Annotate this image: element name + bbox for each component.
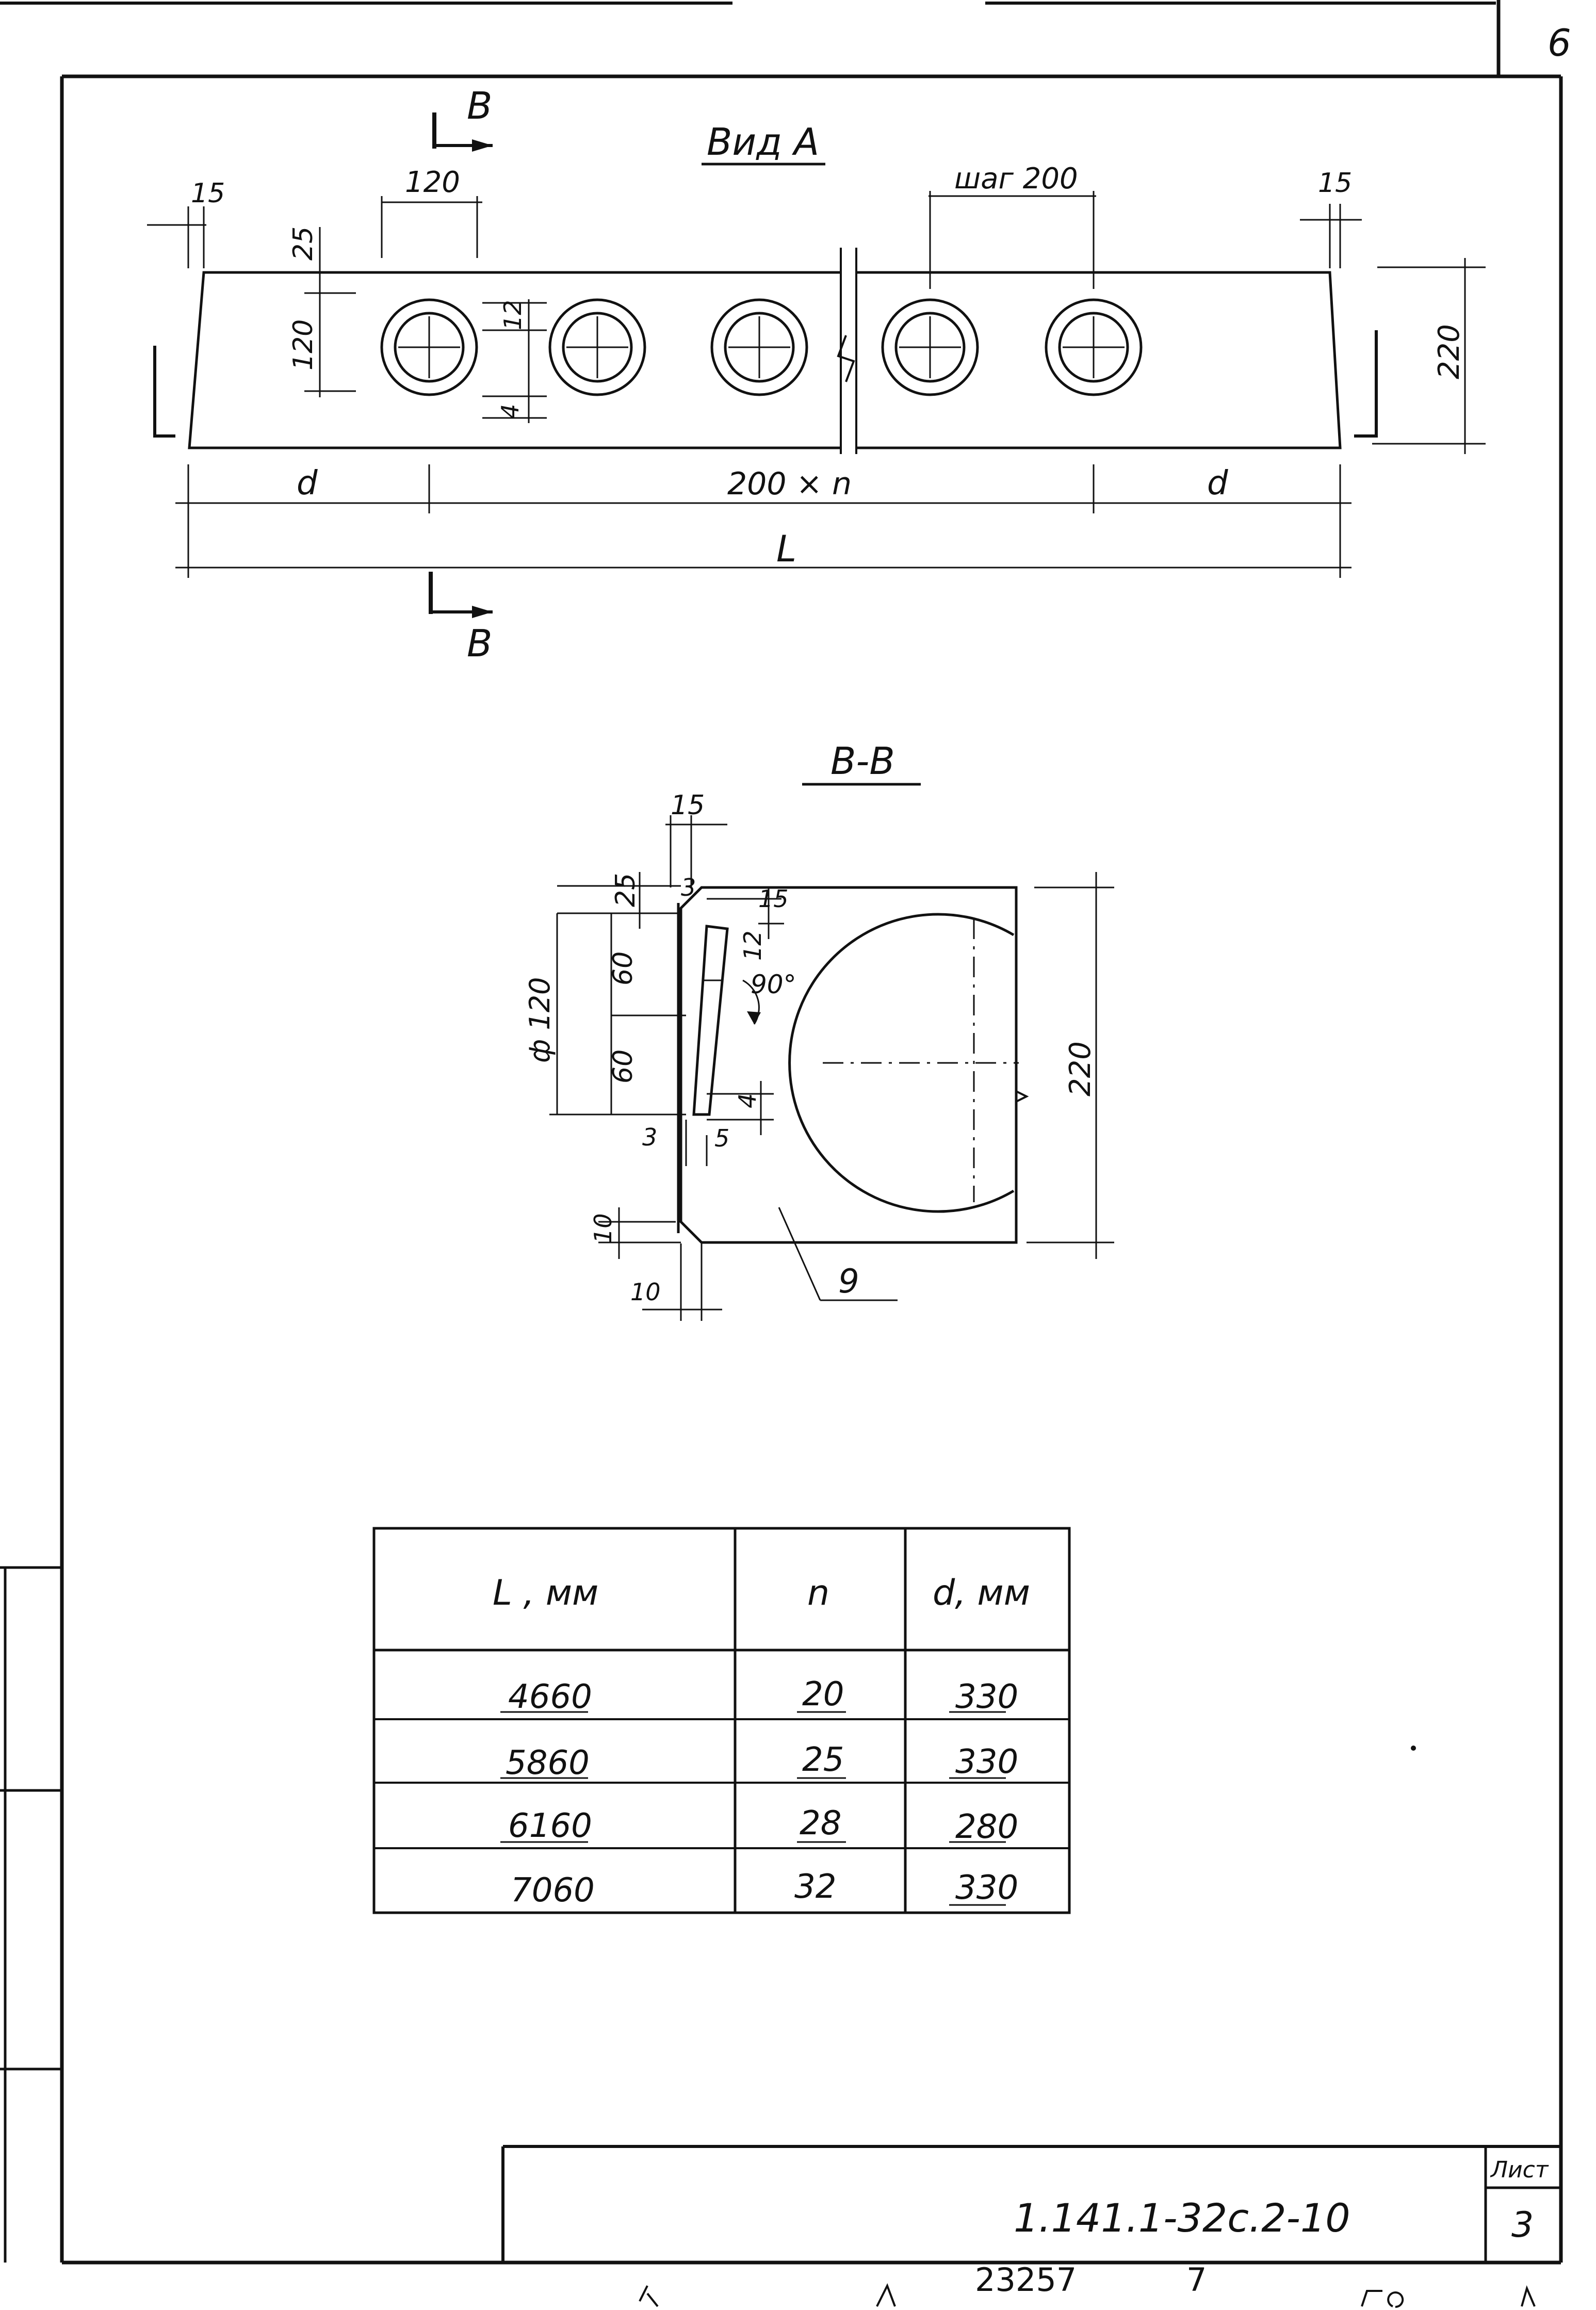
- table-cell: 330: [955, 1678, 1018, 1716]
- hole: [710, 298, 808, 396]
- dim-3-top: 3: [681, 874, 696, 901]
- section-mark-top: В: [467, 84, 492, 127]
- dim-10-bottom: 10: [630, 1278, 661, 1306]
- dim-ring-12: 12: [499, 300, 527, 330]
- dim-top-offset: 25: [288, 227, 319, 261]
- dim-25: 25: [610, 873, 641, 907]
- dim-60-upper: 60: [608, 951, 639, 986]
- footer-number: 7: [1186, 2261, 1207, 2299]
- section-bb: В-В: [524, 739, 1114, 1321]
- table-header-n: n: [807, 1573, 829, 1613]
- dim-10-side: 10: [589, 1213, 617, 1243]
- dim-ring-4: 4: [496, 404, 524, 419]
- dim-hole-dia: 120: [288, 319, 319, 370]
- footer-code: 23257: [975, 2261, 1077, 2299]
- dimension-table: L , мм n d, мм 4660 20 330 5860 25 330 6…: [372, 1527, 1071, 1914]
- dim-3-bottom: 3: [642, 1123, 657, 1151]
- table-cell: 7060: [511, 1871, 595, 1910]
- stray-dot: [1411, 1746, 1416, 1751]
- table-cell: 28: [800, 1804, 841, 1843]
- hole: [1045, 298, 1143, 396]
- dim-edge-right: 15: [1318, 168, 1352, 199]
- section-dim-lines: [549, 815, 1114, 1321]
- hole: [548, 298, 646, 396]
- dim-15-top: 15: [671, 790, 705, 821]
- callout-9: 9: [838, 1263, 859, 1301]
- table-cell: 25: [802, 1741, 844, 1779]
- dim-length: L: [776, 528, 796, 570]
- dim-60-lower: 60: [608, 1049, 639, 1084]
- dim-height: 220: [1432, 324, 1466, 379]
- footer-partial-text: [639, 2283, 1536, 2308]
- sheet-corner-number: 6: [1548, 21, 1571, 64]
- section-bb-title: В-В: [830, 739, 895, 783]
- table-header-length: L , мм: [493, 1573, 598, 1613]
- table-cell: 6160: [508, 1807, 592, 1845]
- document-designation: 1.141.1-32с.2-10: [1014, 2195, 1350, 2241]
- table-cell: 4660: [508, 1678, 592, 1716]
- table-cell: 330: [955, 1743, 1018, 1781]
- dim-lines-top: [147, 191, 1486, 454]
- dim-height-bb: 220: [1064, 1041, 1097, 1096]
- dim-angle: 90°: [751, 970, 796, 999]
- sheet-label: Лист: [1490, 2157, 1549, 2183]
- dim-5: 5: [714, 1124, 729, 1152]
- dim-15-inner: 15: [758, 885, 789, 913]
- sheet-frame: [0, 0, 1563, 2265]
- dim-dia-120: ф 120: [524, 977, 556, 1063]
- section-mark-bottom: В: [467, 622, 492, 665]
- sheet-number: 3: [1511, 2205, 1534, 2246]
- table-cell: 20: [802, 1675, 844, 1714]
- table-cell: 32: [794, 1868, 836, 1906]
- hole: [881, 298, 979, 396]
- dim-hole-width: 120: [405, 166, 460, 199]
- table-row: 4660 20 330: [508, 1675, 1018, 1716]
- table-row: 7060 32 330: [511, 1868, 1018, 1910]
- dim-end-right: d: [1207, 464, 1228, 503]
- dim-4: 4: [734, 1093, 761, 1108]
- table-row: 6160 28 280: [508, 1804, 1018, 1846]
- view-a: Вид А В: [147, 84, 1486, 665]
- dim-edge-left: 15: [191, 178, 225, 209]
- hole: [380, 298, 478, 396]
- dim-end-left: d: [297, 464, 318, 503]
- view-a-title: Вид А: [707, 120, 819, 164]
- table-header-d: d, мм: [933, 1573, 1030, 1613]
- table-cell: 280: [955, 1808, 1018, 1846]
- dim-lines-bottom: [175, 464, 1351, 578]
- table-cell: 5860: [506, 1744, 590, 1782]
- dim-middle: 200 × n: [727, 466, 852, 502]
- table-cell: 330: [955, 1869, 1018, 1907]
- title-block: Лист 3 1.141.1-32с.2-10: [501, 2145, 1561, 2263]
- table-row: 5860 25 330: [506, 1741, 1018, 1782]
- dim-pitch: шаг 200: [954, 162, 1078, 196]
- dim-12: 12: [739, 930, 767, 961]
